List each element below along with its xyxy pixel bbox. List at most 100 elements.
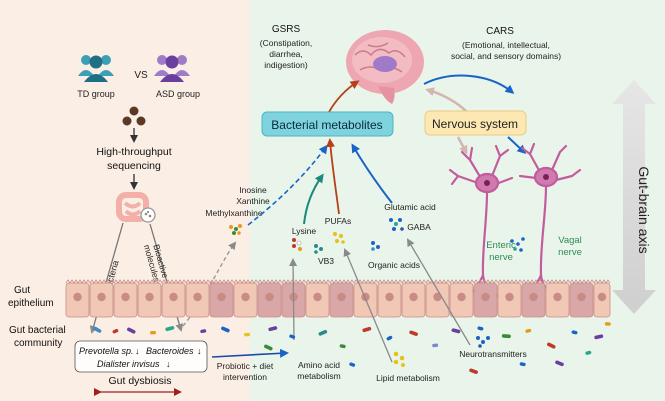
- bacterium: [547, 342, 556, 349]
- cell-nucleus: [217, 292, 226, 302]
- microvilli-edge: [65, 279, 611, 284]
- bacterium: [112, 328, 119, 334]
- magnifier-icon: [140, 207, 156, 223]
- bacterium: [92, 326, 102, 333]
- bacterium: [525, 328, 532, 333]
- cell-nucleus: [145, 292, 154, 302]
- pufas-molecules-icon: [332, 231, 345, 244]
- nervous-to-brain-arrow: [425, 87, 468, 113]
- bacterium: [432, 343, 439, 348]
- to-metabolites-dashed-arrow: [247, 144, 328, 226]
- bacterium: [386, 335, 393, 341]
- prevotella-arrow: ↓: [135, 346, 140, 356]
- gsrs-line3: indigestion): [264, 60, 308, 70]
- bacterium: [150, 331, 156, 335]
- cell-nucleus: [337, 292, 346, 302]
- vb3-molecules-icon: [314, 244, 323, 254]
- gut-dysbiosis-label: Gut dysbiosis: [108, 375, 171, 387]
- dysbiosis-box: Prevotella sp. ↓ Bacteroides ↓ Dialister…: [74, 340, 208, 373]
- dialister-label: Dialister invisus: [97, 359, 160, 369]
- bacterial-metabolites-label: Bacterial metabolites: [271, 118, 382, 132]
- asd-group-icon: [154, 55, 190, 82]
- pufas-label: PUFAs: [325, 216, 351, 226]
- cell-nucleus: [169, 292, 178, 302]
- bacterium: [477, 326, 484, 331]
- organic-acids-label: Organic acids: [368, 260, 420, 270]
- gsrs-line1: (Constipation,: [260, 38, 312, 48]
- gut-brain-axis-label: Gut-brain axis: [636, 166, 652, 253]
- cell-nucleus: [121, 292, 130, 302]
- nervous-to-enteric-arrow: [456, 136, 468, 155]
- cell-nucleus: [505, 292, 514, 302]
- bacterium: [555, 360, 564, 367]
- bacterium: [604, 322, 611, 326]
- asd-group-label: ASD group: [156, 89, 200, 99]
- nervous-to-vagal-arrow: [507, 136, 527, 155]
- intestine-icon: [116, 192, 149, 222]
- amino-acid-line1: Amino acid: [298, 360, 340, 370]
- gut-community-line2: community: [14, 338, 62, 349]
- metabolites-to-brain-arrow: [328, 80, 360, 113]
- cell-nucleus: [265, 292, 274, 302]
- cell-nucleus: [241, 292, 250, 302]
- pufas-to-metabolites-arrow: [326, 138, 340, 215]
- gut-brain-axis-arrow: [612, 80, 656, 314]
- sequencing-line1: High-throughput: [96, 146, 171, 158]
- amino-acid-line2: metabolism: [297, 371, 340, 381]
- glutamic-acid-label: Glutamic acid: [384, 202, 436, 212]
- intervention-line1: Probiotic + diet: [217, 361, 274, 371]
- bacterium: [469, 368, 478, 374]
- cell-nucleus: [73, 292, 82, 302]
- bacterium: [571, 330, 578, 335]
- sequencing-line2: sequencing: [107, 160, 161, 172]
- gsrs-line2: diarrhea,: [269, 49, 303, 59]
- gsrs-title: GSRS: [272, 24, 301, 35]
- bacterium: [318, 329, 328, 336]
- gut-epithelium-line2: epithelium: [8, 298, 54, 309]
- vagal-nucleus: [543, 174, 549, 180]
- bacterium: [244, 332, 251, 337]
- gut-epithelium-line1: Gut: [14, 285, 30, 296]
- cell-nucleus: [193, 292, 202, 302]
- bacterium: [289, 334, 296, 339]
- bacterium: [127, 327, 136, 334]
- amino-to-lysine-arrow: [289, 258, 298, 341]
- lipid-metabolism-label: Lipid metabolism: [376, 373, 440, 383]
- inosine-label: Inosine: [239, 185, 267, 195]
- cars-line2: social, and sensory domains): [451, 51, 561, 61]
- gut-epithelium: [65, 279, 611, 318]
- nervous-system-label: Nervous system: [432, 117, 518, 131]
- bacterium: [501, 334, 511, 339]
- vagal-line1: Vagal: [558, 235, 582, 246]
- lysine-molecules-icon: [292, 238, 302, 251]
- stool-sample-icon: [122, 106, 146, 126]
- brain-to-cars-arrow: [423, 74, 515, 94]
- bacterium: [165, 326, 175, 332]
- methylxanthine-label: Methylxanthine: [205, 208, 262, 218]
- cars-line1: (Emotional, intellectual,: [462, 40, 550, 50]
- bacterium: [519, 362, 526, 367]
- cell-nucleus: [313, 292, 322, 302]
- cell-nucleus: [553, 292, 562, 302]
- cell-nucleus: [597, 292, 607, 302]
- prevotella-label: Prevotella sp.: [79, 346, 134, 356]
- neurotransmitter-molecules-icon: [476, 336, 490, 348]
- bacterium: [451, 328, 461, 334]
- cell-nucleus: [97, 292, 106, 302]
- cell-nucleus: [433, 292, 442, 302]
- cell-nucleus: [529, 292, 538, 302]
- vs-label: VS: [134, 70, 148, 81]
- neuro-to-gaba-arrow: [406, 238, 471, 346]
- bacterium: [221, 326, 230, 333]
- bacterium: [594, 334, 604, 340]
- cell-nucleus: [481, 292, 490, 302]
- left-background: [0, 0, 250, 401]
- bacterium: [264, 344, 273, 351]
- cell-nucleus: [409, 292, 418, 302]
- bacterium: [585, 350, 592, 355]
- bacteroides-arrow: ↓: [197, 346, 202, 356]
- lysine-to-metabolites-arrow: [303, 173, 324, 225]
- gaba-molecules-icon: [389, 218, 404, 231]
- bacterium: [409, 330, 418, 336]
